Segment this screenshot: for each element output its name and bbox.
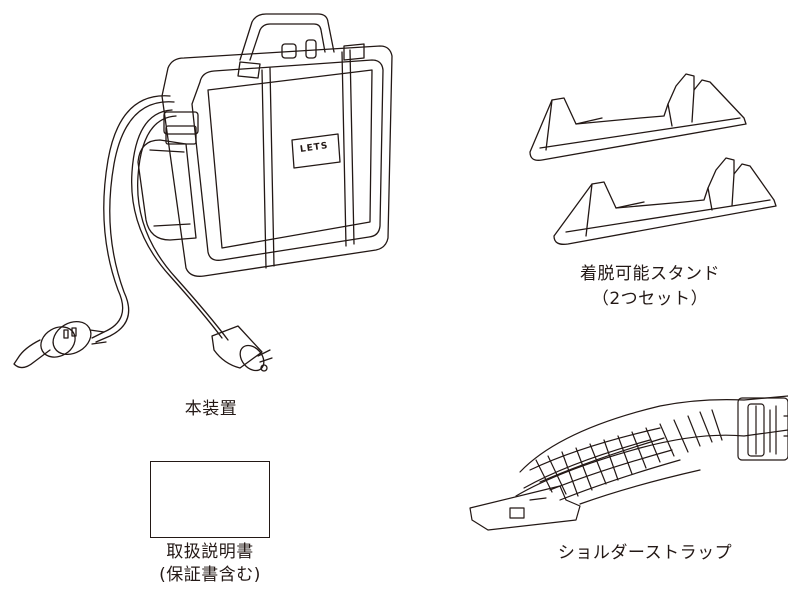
strap-clip (737, 397, 788, 461)
strap-bundle (515, 395, 788, 505)
stands-label-line1: 着脱可能スタンド (580, 264, 720, 284)
stands-label-line2: （2つセット） (591, 289, 709, 309)
stand-top (529, 73, 747, 161)
strap-buckle (469, 485, 581, 531)
cord-right (131, 109, 223, 339)
device-label: 本装置 (184, 399, 238, 419)
outlet-plug (13, 320, 107, 369)
stand-bottom (553, 157, 777, 245)
manual-label-line1: 取扱説明書 (166, 542, 254, 562)
cord-left (91, 95, 171, 339)
power-plug (211, 325, 273, 372)
manual-label-line2: (保証書含む) (159, 565, 261, 585)
strap-label: ショルダーストラップ (557, 543, 733, 563)
manual-illustration (150, 461, 270, 538)
